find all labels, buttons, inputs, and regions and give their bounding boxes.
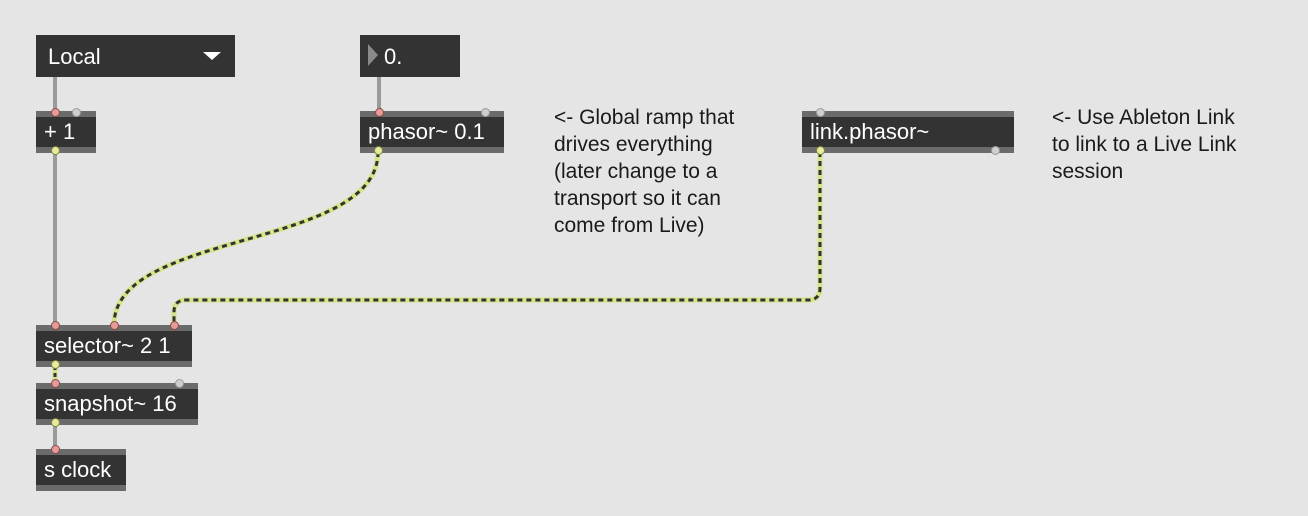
selector-object[interactable]: selector~ 2 1 — [36, 325, 192, 367]
link-phasor-inlet[interactable] — [816, 108, 825, 117]
comment-ableton-link: <- Use Ableton Link to link to a Live Li… — [1052, 106, 1237, 183]
snapshot-inlet-right[interactable] — [175, 379, 184, 388]
number-triangle-icon — [368, 44, 378, 66]
snapshot-label: snapshot~ 16 — [44, 391, 177, 416]
plus-one-inlet-left[interactable] — [51, 108, 60, 117]
selector-outlet[interactable] — [51, 360, 60, 369]
phasor-label: phasor~ 0.1 — [368, 119, 485, 144]
plus-one-inlet-right[interactable] — [72, 108, 81, 117]
plus-one-object[interactable]: + 1 — [36, 111, 96, 153]
mode-dropdown[interactable]: Local — [36, 35, 235, 77]
snapshot-inlet-left[interactable] — [51, 379, 60, 388]
selector-inlet-signal-2[interactable] — [170, 321, 179, 330]
send-clock-label: s clock — [44, 457, 112, 482]
snapshot-object[interactable]: snapshot~ 16 — [36, 383, 198, 425]
link-phasor-object[interactable]: link.phasor~ — [802, 111, 1014, 153]
send-clock-inlet[interactable] — [51, 445, 60, 454]
link-phasor-label: link.phasor~ — [810, 119, 930, 144]
link-phasor-outlet-left[interactable] — [816, 146, 825, 155]
cord-phasor-to-selector[interactable] — [111, 151, 381, 326]
phasor-outlet[interactable] — [374, 146, 383, 155]
link-phasor-outlet-right[interactable] — [991, 146, 1000, 155]
plus-one-label: + 1 — [44, 119, 76, 144]
ramp-rate-number-box[interactable]: 0. — [360, 35, 460, 77]
selector-label: selector~ 2 1 — [44, 333, 171, 358]
ramp-rate-value: 0. — [384, 44, 403, 69]
selector-inlet-signal-1[interactable] — [110, 321, 119, 330]
selector-inlet-control[interactable] — [51, 321, 60, 330]
chevron-down-icon — [203, 52, 221, 60]
phasor-inlet-left[interactable] — [375, 108, 384, 117]
mode-dropdown-value: Local — [48, 44, 101, 69]
send-clock-object[interactable]: s clock — [36, 449, 126, 491]
phasor-object[interactable]: phasor~ 0.1 — [360, 111, 504, 153]
comment-global-ramp: <- Global ramp that drives everything (l… — [554, 106, 735, 237]
plus-one-outlet[interactable] — [51, 146, 60, 155]
phasor-inlet-right[interactable] — [481, 108, 490, 117]
snapshot-outlet[interactable] — [51, 418, 60, 427]
